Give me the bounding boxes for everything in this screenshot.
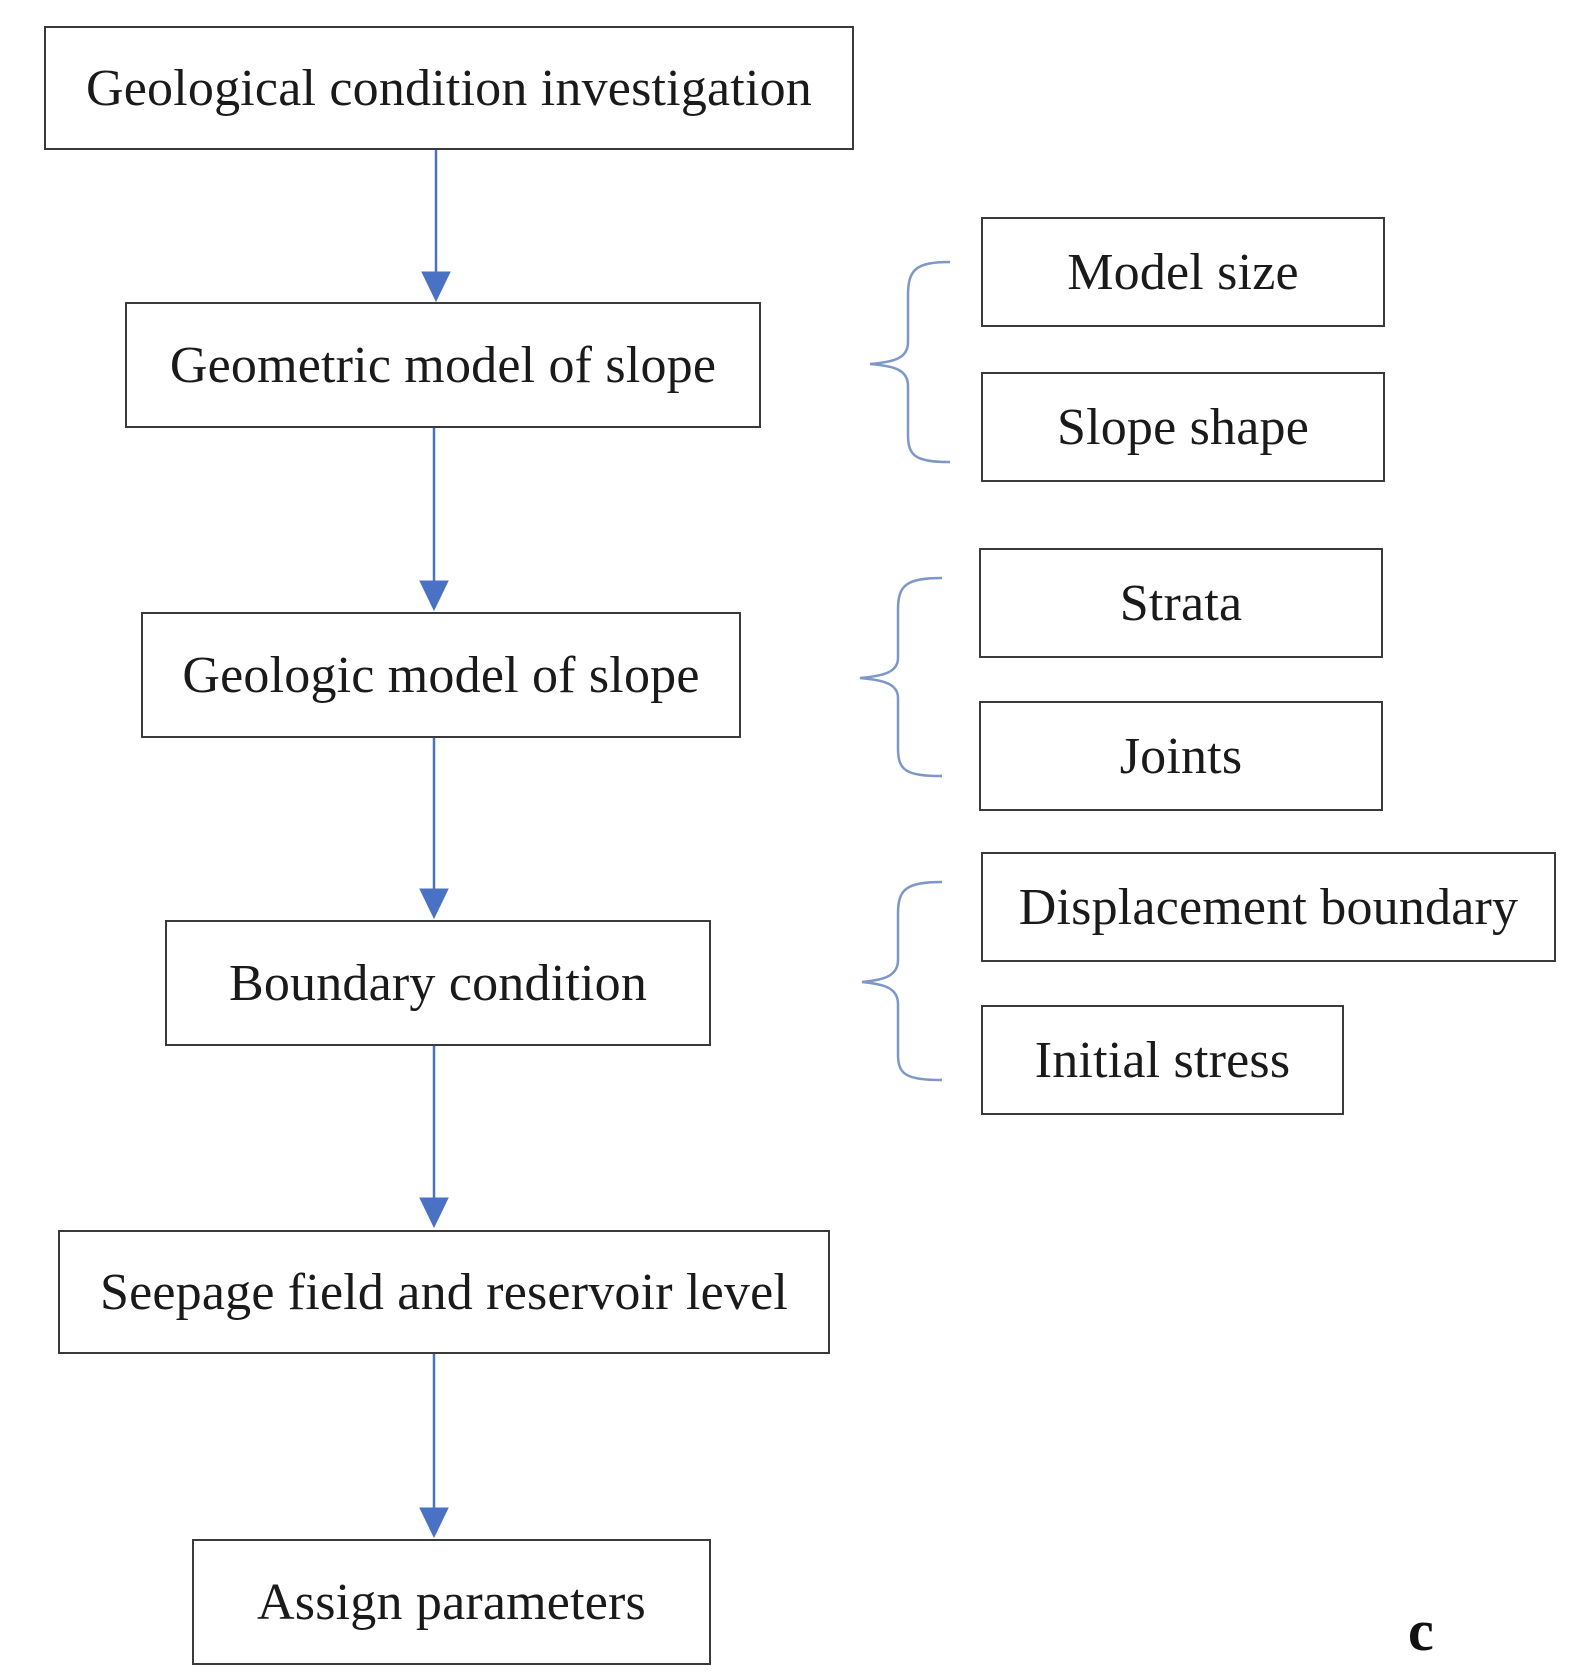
arrow-1-head [421,271,451,303]
detail-model-size-label: Model size [1067,243,1299,301]
panel-label: c [1408,1598,1434,1663]
detail-initial-stress: Initial stress [981,1005,1344,1115]
detail-slope-shape: Slope shape [981,372,1385,482]
detail-joints: Joints [979,701,1383,811]
detail-strata: Strata [979,548,1383,658]
flow-arrows [419,150,451,1539]
step-geometric-model-label: Geometric model of slope [169,336,717,394]
brace-geometric [869,260,951,464]
step-assign-parameters-label: Assign parameters [257,1573,646,1631]
brace-geologic [859,576,943,778]
arrow-3-head [419,888,449,920]
step-geologic-model: Geologic model of slope [141,612,741,738]
arrow-4-head [419,1197,449,1229]
detail-joints-label: Joints [1119,727,1243,785]
detail-displacement-boundary: Displacement boundary [981,852,1556,962]
step-assign-parameters: Assign parameters [192,1539,711,1665]
step-boundary-condition-label: Boundary condition [228,954,648,1012]
detail-initial-stress-label: Initial stress [1034,1031,1291,1089]
arrow-5-head [419,1507,449,1539]
detail-slope-shape-label: Slope shape [1056,398,1310,456]
step-geological-investigation-label: Geological condition investigation [86,59,812,117]
step-boundary-condition: Boundary condition [165,920,711,1046]
detail-displacement-boundary-label: Displacement boundary [1018,878,1519,936]
step-seepage-field-label: Seepage field and reservoir level [99,1263,789,1321]
brace-boundary [861,880,943,1082]
step-geological-investigation: Geological condition investigation [44,26,854,150]
braces [859,260,951,1082]
step-geologic-model-label: Geologic model of slope [182,646,700,704]
detail-model-size: Model size [981,217,1385,327]
detail-strata-label: Strata [1119,574,1243,632]
step-seepage-field: Seepage field and reservoir level [58,1230,830,1354]
arrow-2-head [419,580,449,612]
step-geometric-model: Geometric model of slope [125,302,761,428]
